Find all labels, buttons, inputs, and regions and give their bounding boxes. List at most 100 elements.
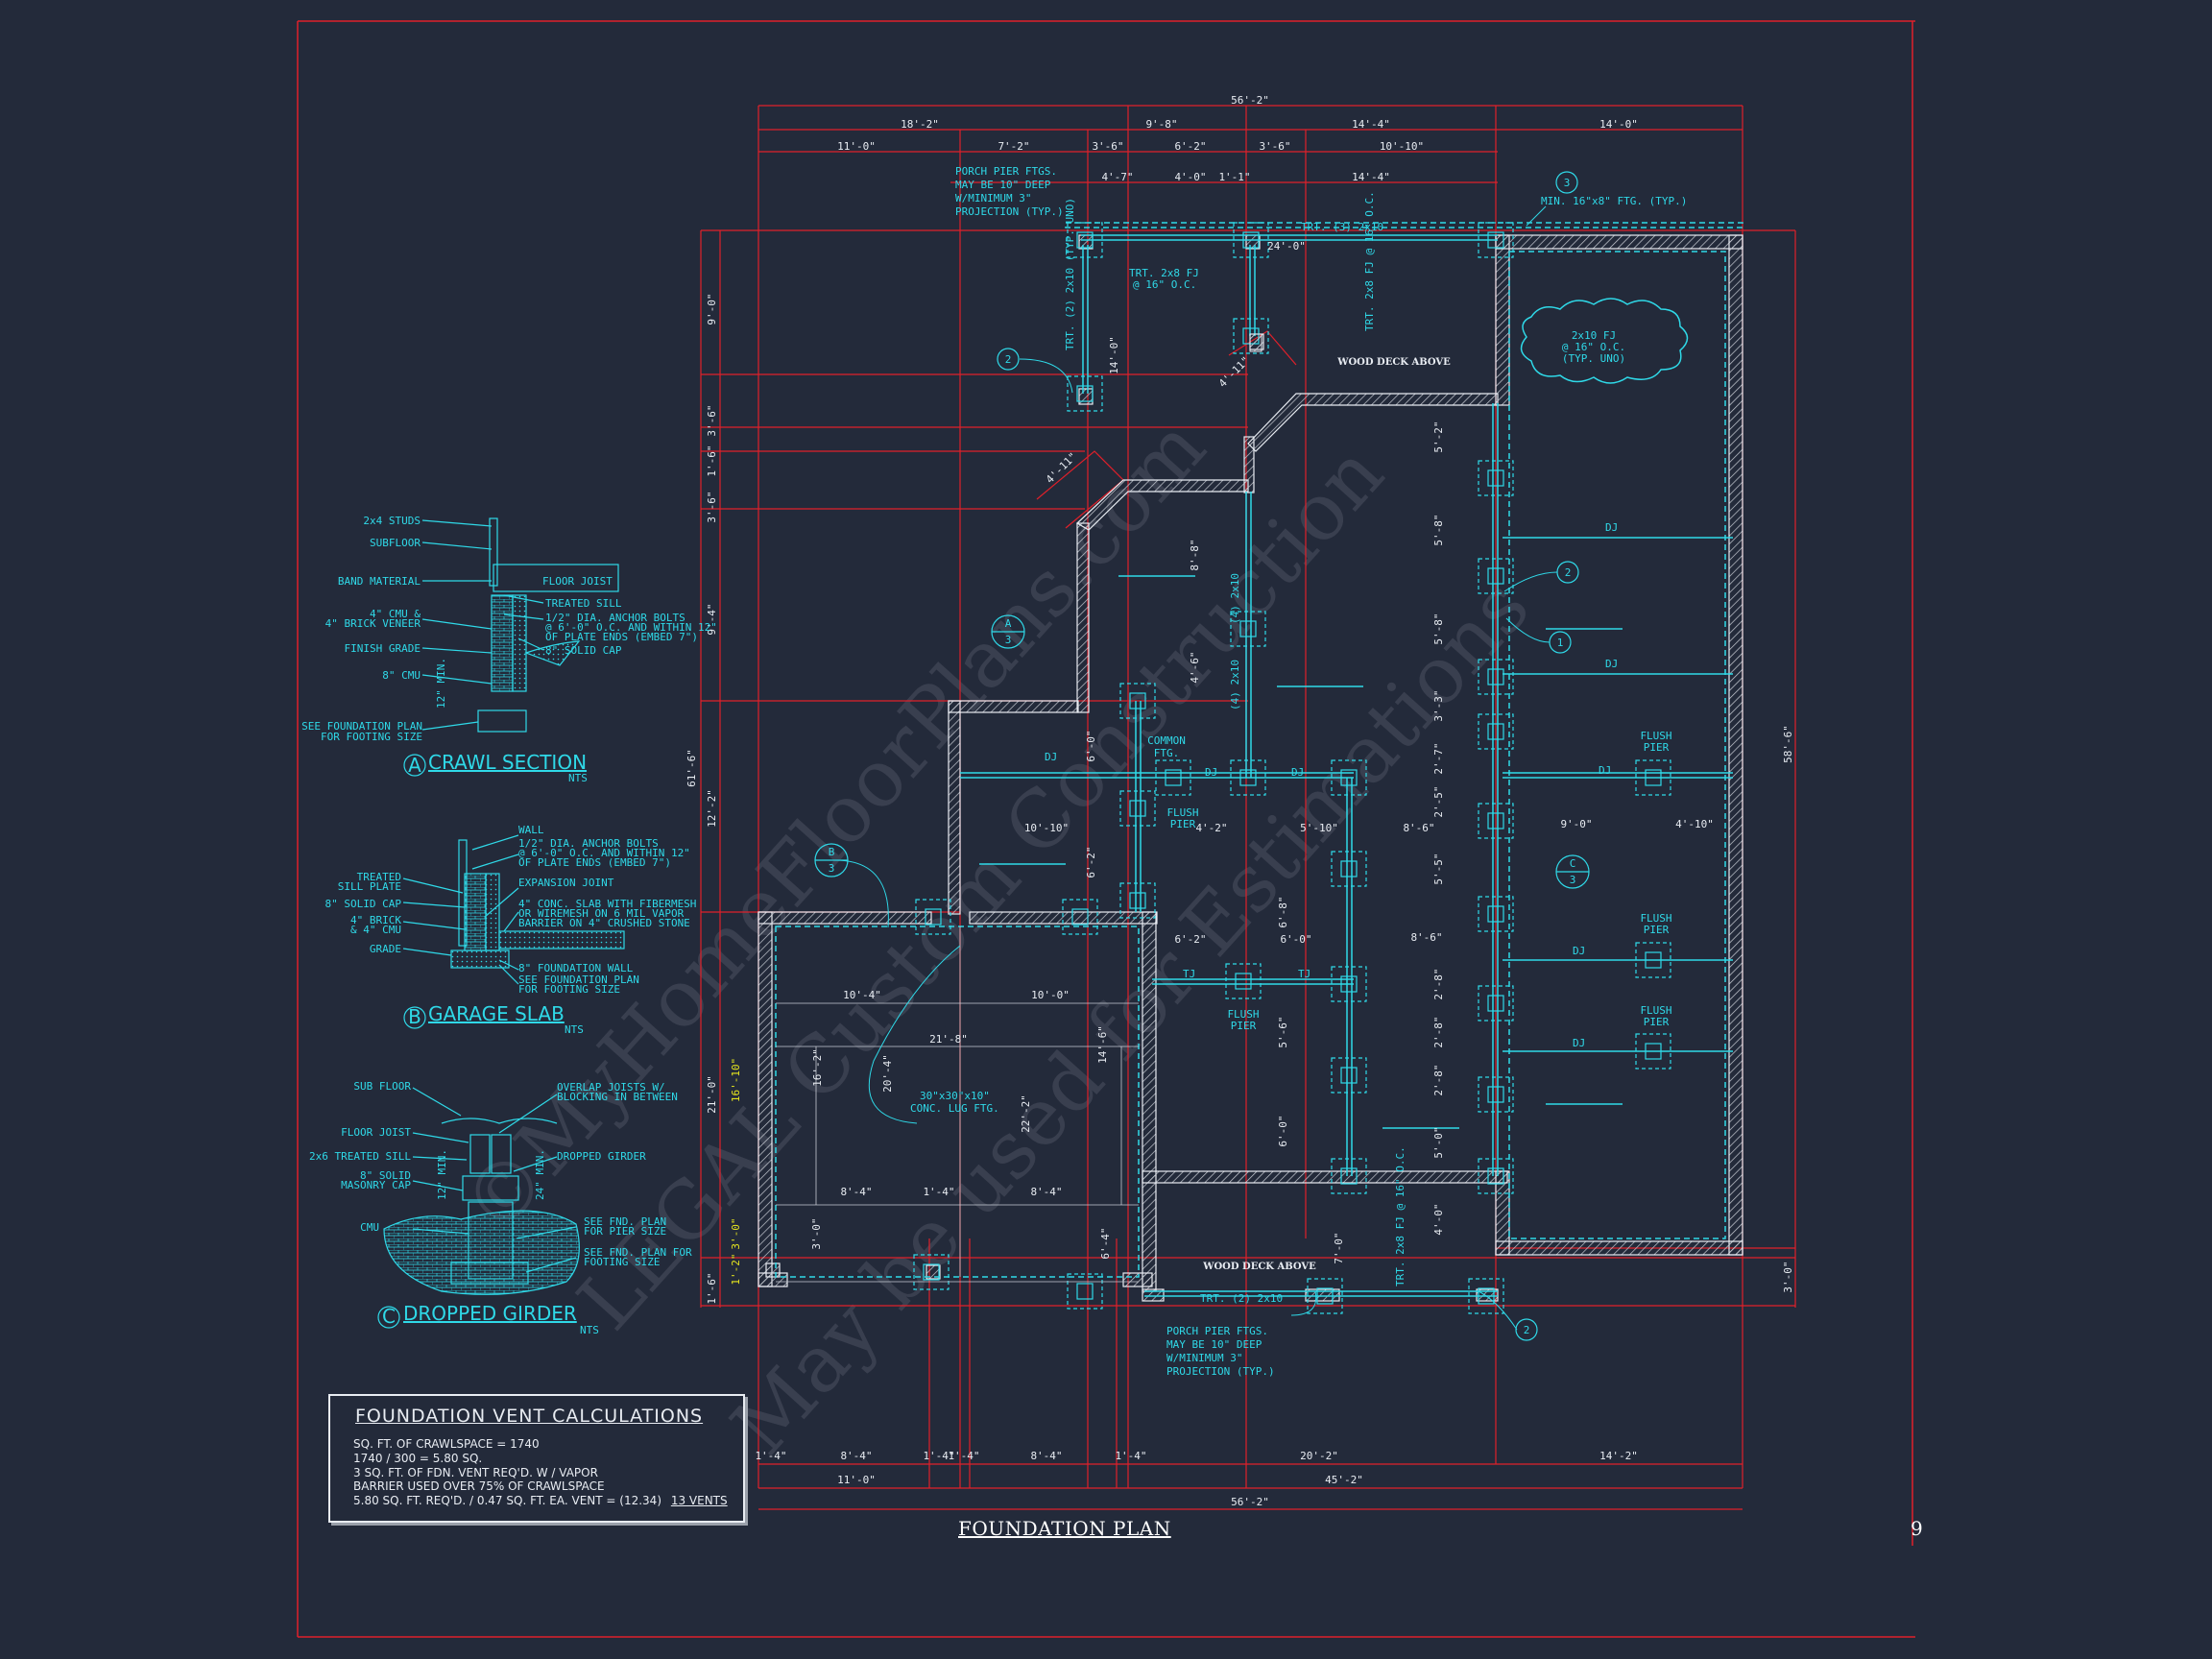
detail-label: TREATED SILL: [545, 597, 622, 610]
pier: [1487, 905, 1504, 923]
pier: [1645, 769, 1662, 786]
pier: [1487, 567, 1504, 585]
dim-interior: 10'-10": [1024, 822, 1069, 834]
flush-pier-label: FLUSH: [1640, 730, 1671, 742]
detail-label: OR WIREMESH ON 6 MIL VAPOR: [518, 907, 685, 920]
dim-top-r1: 9'-8": [1145, 118, 1177, 131]
pier: [1076, 1283, 1094, 1300]
dim-bottom-r1: 8'-4": [1030, 1450, 1062, 1462]
detail-label: OF PLATE ENDS (EMBED 7"): [545, 631, 698, 643]
dj-label: DJ: [1573, 1037, 1585, 1049]
dim-interior: 6'-4": [1099, 1227, 1112, 1259]
dim-top-r2: 3'-6": [1092, 140, 1123, 153]
pier-footing: [915, 899, 951, 935]
pier: [923, 1263, 940, 1281]
trt-2x8-fj: TRT. 2x8 FJ: [1129, 267, 1199, 279]
dim-interior: 2'-8": [1432, 1064, 1445, 1095]
dim-left-overall: 61'-6": [685, 749, 698, 787]
detail-label: DROPPED GIRDER: [557, 1150, 646, 1163]
trt-2x10-vertical: TRT. (2) 2x10 (TYP. UNO): [1064, 198, 1076, 350]
detail-label: FOR FOOTING SIZE: [518, 983, 620, 996]
detail-label: 12" MIN.: [436, 1149, 448, 1200]
pier-footing: [1478, 558, 1514, 594]
tag-3: 3: [1564, 177, 1571, 189]
flush-pier-label: PIER: [1644, 741, 1670, 754]
tag-1: 1: [1557, 637, 1564, 649]
dj-label: DJ: [1045, 751, 1057, 763]
lug-ftg-label: CONC. LUG FTG.: [910, 1102, 999, 1115]
detail-label: @ 6'-0" O.C. AND WITHIN 12": [518, 847, 690, 859]
section-markers: [814, 171, 1590, 1341]
detail-label: 4" CMU &: [370, 608, 421, 620]
flush-pier-label: PIER: [1170, 818, 1196, 830]
dim-top-r2: 10'-10": [1380, 140, 1424, 153]
detail-label: BARRIER ON 4" CRUSHED STONE: [518, 917, 690, 929]
section-marker-letter: B: [829, 846, 835, 858]
pier: [1129, 892, 1146, 909]
pier: [1487, 231, 1504, 249]
flush-pier-label: PIER: [1231, 1020, 1257, 1032]
pier-footing: [1067, 375, 1103, 412]
common-ftg-label: FTG.: [1154, 747, 1180, 759]
detail-label: FOR FOOTING SIZE: [321, 731, 422, 743]
dim-top-overall: 56'-2": [1231, 94, 1269, 107]
pier: [1239, 620, 1257, 637]
pier: [1340, 975, 1358, 993]
plan-title: FOUNDATION PLAN: [958, 1517, 1171, 1540]
dim-interior: 5'-6": [1277, 1016, 1289, 1047]
porch-note-bottom: PROJECTION (TYP.): [1166, 1365, 1275, 1378]
dim-interior: 4'-10": [1675, 818, 1714, 830]
dim-bottom-r2: 11'-0": [837, 1474, 876, 1486]
detail-scale: NTS: [580, 1324, 599, 1336]
detail-label: SUB FLOOR: [353, 1080, 411, 1093]
crawl-labels: 2x4 STUDS SUBFLOOR BAND MATERIAL 4" CMU …: [301, 515, 717, 743]
dim-right: 58'-6": [1782, 725, 1794, 763]
pier: [1487, 812, 1504, 830]
pier: [1076, 385, 1094, 402]
pier-footing: [1478, 803, 1514, 839]
pier-footing: [1478, 659, 1514, 695]
pier-footing: [1119, 882, 1156, 919]
pier-footing: [913, 1254, 950, 1290]
detail-label: SEE FOUNDATION PLAN: [301, 720, 422, 733]
detail-label: 1/2" DIA. ANCHOR BOLTS: [545, 612, 685, 624]
dim-interior: 21'-8": [929, 1033, 968, 1046]
detail-scale: NTS: [565, 1023, 584, 1036]
pier: [1645, 951, 1662, 969]
dim-interior: 5'-8": [1432, 613, 1445, 644]
detail-label: FOOTING SIZE: [584, 1256, 660, 1268]
pier-footing: [1233, 222, 1269, 258]
garage-labels: WALL 1/2" DIA. ANCHOR BOLTS @ 6'-0" O.C.…: [325, 824, 697, 996]
pier-footing: [1478, 460, 1514, 496]
vent-calc-line: 1740 / 300 = 5.80 SQ.: [353, 1452, 483, 1465]
pier: [1478, 1287, 1495, 1305]
pier: [1487, 1086, 1504, 1103]
dim-interior: 6'-2": [1174, 933, 1206, 946]
fj-cloud-note: 2x10 FJ: [1572, 329, 1616, 342]
detail-label: BAND MATERIAL: [338, 575, 421, 588]
detail-title: CRAWL SECTION: [428, 751, 587, 774]
pier-footing: [1478, 985, 1514, 1022]
dim-top-r3: 1'-1": [1218, 171, 1250, 183]
pier: [925, 908, 942, 926]
pier-footing: [1331, 759, 1367, 796]
dim-interior: 5'-10": [1300, 822, 1338, 834]
flush-pier-label: PIER: [1644, 1016, 1670, 1028]
detail-label: CMU: [360, 1221, 379, 1234]
detail-label: SILL PLATE: [338, 880, 401, 893]
pier: [1340, 860, 1358, 878]
detail-label: 4" CONC. SLAB WITH FIBERMESH: [518, 898, 696, 910]
pier-footing: [1225, 963, 1262, 999]
pier: [1076, 231, 1094, 249]
dim-interior: 8'-4": [1030, 1186, 1062, 1198]
dim-top-r2: 7'-2": [998, 140, 1029, 153]
dim-interior-yellow: 16'-10": [730, 1058, 742, 1102]
pier-footing: [1478, 713, 1514, 750]
dj-label: DJ: [1573, 945, 1585, 957]
flush-pier-label: FLUSH: [1227, 1008, 1259, 1021]
pier-footing: [1331, 1158, 1367, 1194]
porch-note-bottom: W/MINIMUM 3": [1166, 1352, 1242, 1364]
pier: [1645, 1043, 1662, 1060]
dim-bottom-r1: 1'-4": [948, 1450, 979, 1462]
dim-bottom-r1: 1'-4": [755, 1450, 786, 1462]
